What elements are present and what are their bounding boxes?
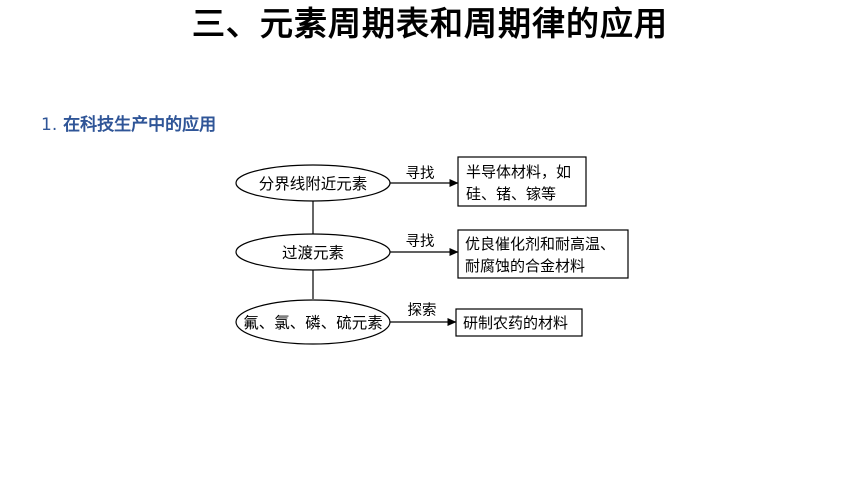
edge-label-search-1: 寻找 xyxy=(406,165,435,182)
edge-label-search-2: 寻找 xyxy=(406,233,435,250)
node-label-transition-elements: 过渡元素 xyxy=(282,244,344,262)
page-title: 三、元素周期表和周期律的应用 xyxy=(192,4,668,43)
result-text-catalyst-line2: 耐腐蚀的合金材料 xyxy=(465,257,585,275)
edge-label-explore: 探索 xyxy=(408,302,437,319)
result-text-catalyst-line1: 优良催化剂和耐高温、 xyxy=(465,235,615,253)
section-number: 1. xyxy=(41,115,58,135)
section-label: 在科技生产中的应用 xyxy=(63,115,217,135)
result-box-catalyst xyxy=(457,229,629,279)
node-label-boundary-elements: 分界线附近元素 xyxy=(259,175,368,193)
result-text-pesticide: 研制农药的材料 xyxy=(463,314,568,332)
result-text-semiconductor-line1: 半导体材料，如 xyxy=(466,163,571,181)
node-label-fpcls-elements: 氟、氯、磷、硫元素 xyxy=(243,314,383,332)
result-box-semiconductor xyxy=(457,156,587,207)
result-box-pesticide xyxy=(455,308,583,337)
result-text-semiconductor-line2: 硅、锗、镓等 xyxy=(466,185,556,203)
section-heading: 1. 在科技生产中的应用 xyxy=(41,113,216,137)
